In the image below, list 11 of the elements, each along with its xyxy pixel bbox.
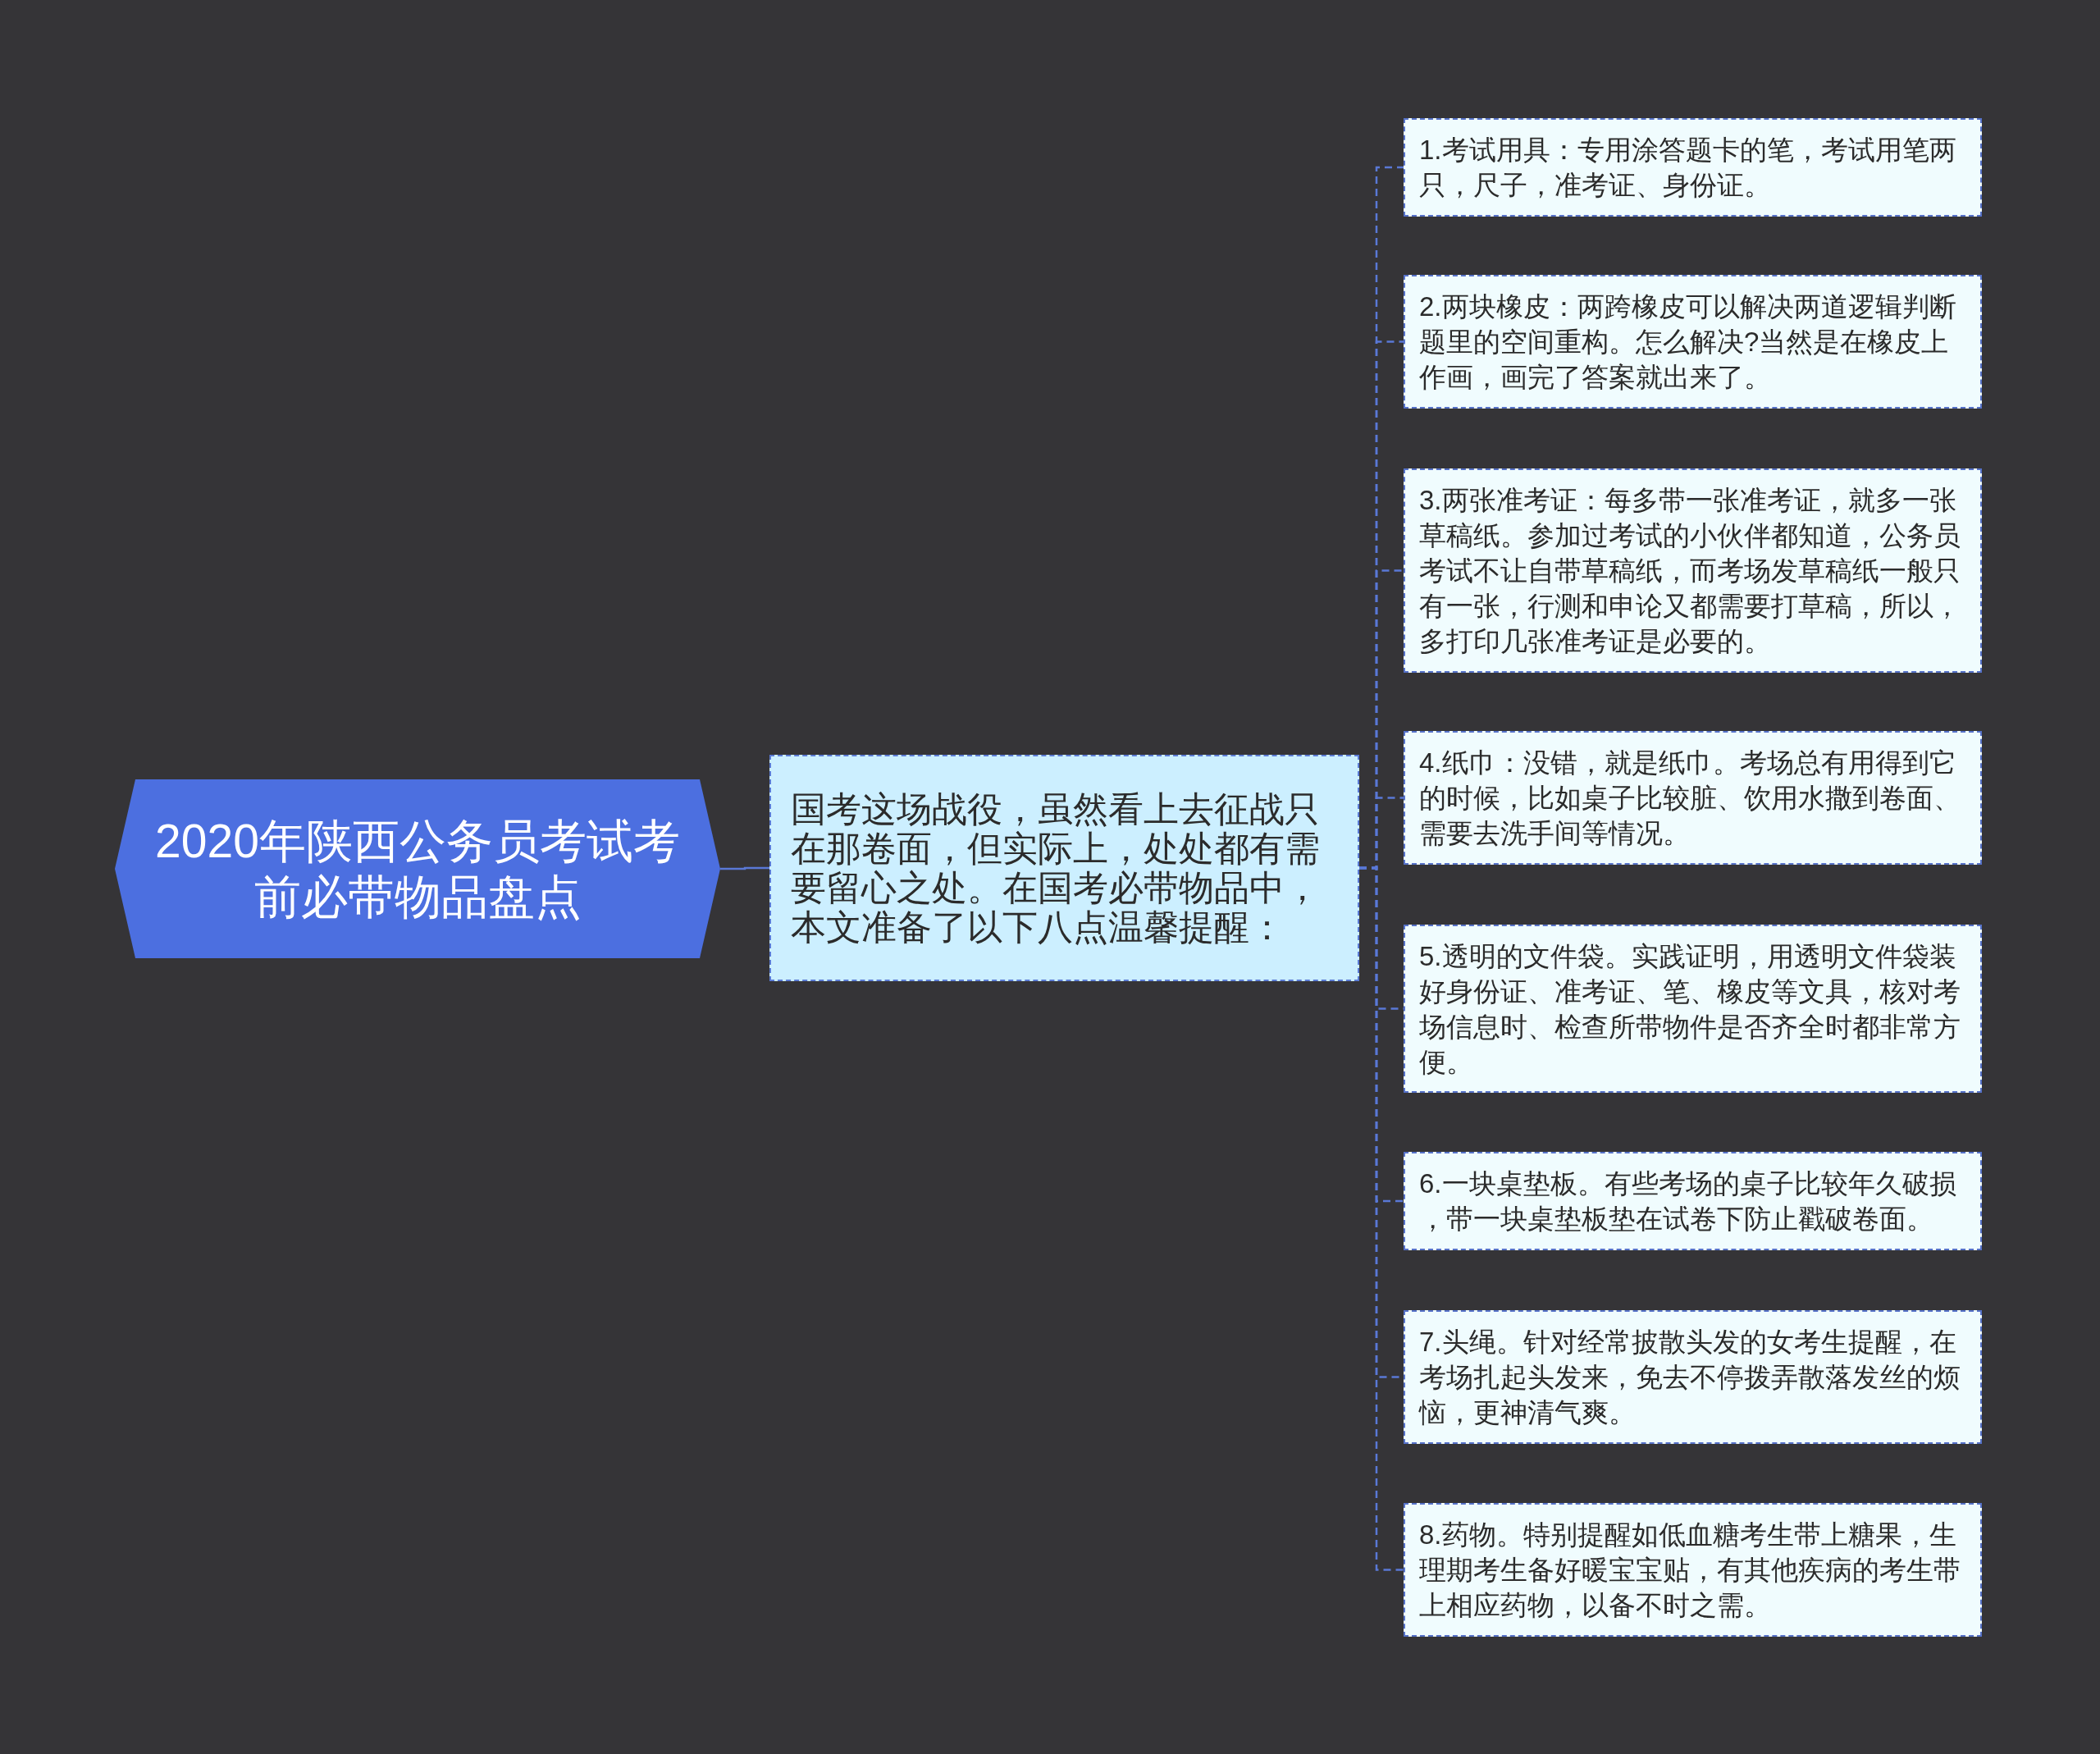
note-box: 4.纸巾：没错，就是纸巾。考场总有用得到它的时候，比如桌子比较脏、饮用水撒到卷面、需要去洗手间等情况。: [1404, 731, 1982, 865]
note-box: 2.两块橡皮：两跨橡皮可以解决两道逻辑判断题里的空间重构。怎么解决?当然是在橡皮上作画，画完了答案就出来了。: [1404, 275, 1982, 409]
note-box: 3.两张准考证：每多带一张准考证，就多一张草稿纸。参加过考试的小伙伴都知道，公务员考试不让自带草稿纸，而考场发草稿纸一般只有一张，行测和申论又都需要打草稿，所以，多打印几张准考证是必要的。: [1404, 468, 1982, 673]
connector-line: [720, 866, 769, 870]
topic-box: 国考这场战役，虽然看上去征战只在那卷面，但实际上，处处都有需要留心之处。在国考必带物品中，本文准备了以下八点温馨提醒：: [769, 755, 1359, 981]
hexagon-topic: 2020年陕西公务员考试考前必带物品盘点: [115, 779, 720, 958]
note-box: 5.透明的文件袋。实践证明，用透明文件袋装好身份证、准考证、笔、橡皮等文具，核对考场信息时、检查所带物件是否齐全时都非常方便。: [1404, 925, 1982, 1093]
note-box: 7.头绳。针对经常披散头发的女考生提醒，在考场扎起头发来，免去不停拨弄散落发丝的烦恼，更神清气爽。: [1404, 1310, 1982, 1444]
note-box: 8.药物。特别提醒如低血糖考生带上糖果，生理期考生备好暖宝宝贴，有其他疾病的考生带上相应药物，以备不时之需。: [1404, 1503, 1982, 1637]
note-box: 1.考试用具：专用涂答题卡的笔，考试用笔两只，尺子，准考证、身份证。: [1404, 118, 1982, 217]
note-box: 6.一块桌垫板。有些考场的桌子比较年久破损，带一块桌垫板垫在试卷下防止戳破卷面。: [1404, 1152, 1982, 1250]
